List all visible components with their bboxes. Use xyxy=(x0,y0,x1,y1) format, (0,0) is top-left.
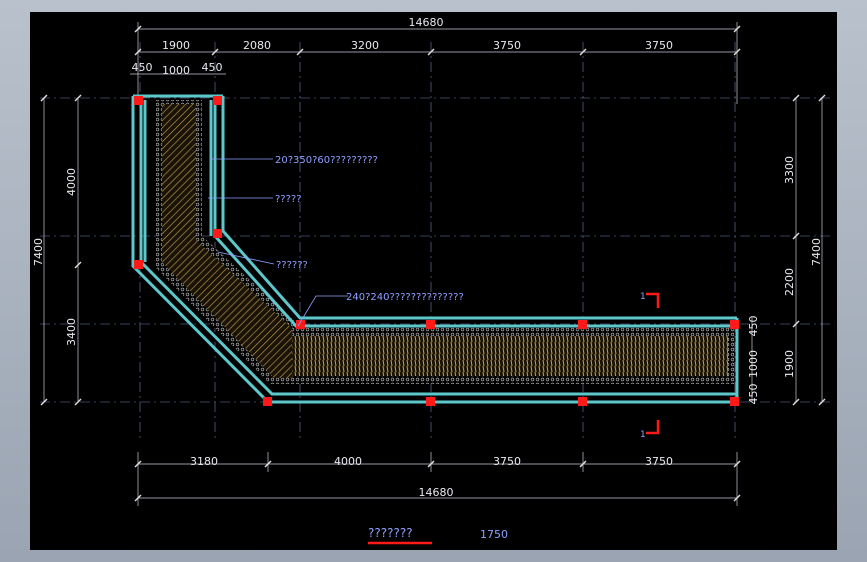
dim-right-seg: 3300 xyxy=(783,156,796,184)
dim-bottom-seg: 3750 xyxy=(645,455,673,468)
column xyxy=(213,96,222,105)
column xyxy=(578,320,587,329)
dim-top-seg: 2080 xyxy=(243,39,271,52)
dim-top-seg: 3200 xyxy=(351,39,379,52)
drawing-title: ??????? xyxy=(368,526,413,540)
annotation-column-spec: 240?240?????????????? xyxy=(346,292,464,303)
dim-right-seg: 2200 xyxy=(783,268,796,296)
section-mark-bottom: 1 xyxy=(640,420,660,440)
planter-fill xyxy=(156,100,734,384)
column xyxy=(730,397,739,406)
annotation-planting: ?????? xyxy=(276,260,308,271)
column xyxy=(134,260,143,269)
drawing-scale: 1750 xyxy=(480,528,508,541)
dim-bottom-seg: 4000 xyxy=(334,455,362,468)
dim-right-sub: 450 xyxy=(747,384,760,405)
dim-bottom-total: 14680 xyxy=(419,486,454,499)
dim-bottom-seg: 3750 xyxy=(493,455,521,468)
dim-right-sub: 450 xyxy=(747,316,760,337)
dim-right-sub: 1000 xyxy=(747,350,760,378)
dim-top-sub: 450 xyxy=(202,61,223,74)
dim-left-seg: 4000 xyxy=(65,168,78,196)
dim-top-seg: 3750 xyxy=(645,39,673,52)
column xyxy=(213,229,222,238)
dim-top-seg: 1900 xyxy=(162,39,190,52)
columns xyxy=(134,96,739,406)
dim-bottom-seg: 3180 xyxy=(190,455,218,468)
column xyxy=(426,320,435,329)
floor-plan-svg: 1 1 14680 1900 2080 3200 3750 3750 450 1… xyxy=(32,16,830,545)
column xyxy=(296,320,305,329)
dim-top-sub: 450 xyxy=(132,61,153,74)
dim-right-seg: 1900 xyxy=(783,350,796,378)
column xyxy=(134,96,143,105)
column xyxy=(578,397,587,406)
drawing-footer: ??????? 1750 xyxy=(368,526,508,545)
dim-left-total: 7400 xyxy=(32,238,45,266)
column xyxy=(426,397,435,406)
dim-top-sub: 1000 xyxy=(162,64,190,77)
dim-top-seg: 3750 xyxy=(493,39,521,52)
section-mark-label: 1 xyxy=(640,430,646,440)
section-mark-label: 1 xyxy=(640,292,646,302)
wall-outline xyxy=(131,94,739,404)
annotation-wall-spec: 20?350?60????????? xyxy=(275,155,378,166)
column xyxy=(730,320,739,329)
annotation-soil: ????? xyxy=(275,194,302,205)
dim-right-total: 7400 xyxy=(810,238,823,266)
leader-lines xyxy=(208,158,348,327)
annotations: 20?350?60????????? ????? ?????? 240?240?… xyxy=(275,155,464,303)
dim-left-seg: 3400 xyxy=(65,318,78,346)
section-mark-top: 1 xyxy=(640,292,660,308)
dimension-ticks xyxy=(40,25,826,502)
dimension-lines xyxy=(43,22,823,506)
dim-top-total: 14680 xyxy=(409,16,444,29)
column xyxy=(263,397,272,406)
cad-drawing-canvas: 1 1 14680 1900 2080 3200 3750 3750 450 1… xyxy=(30,12,837,550)
dimension-text: 14680 1900 2080 3200 3750 3750 450 1000 … xyxy=(32,16,823,499)
